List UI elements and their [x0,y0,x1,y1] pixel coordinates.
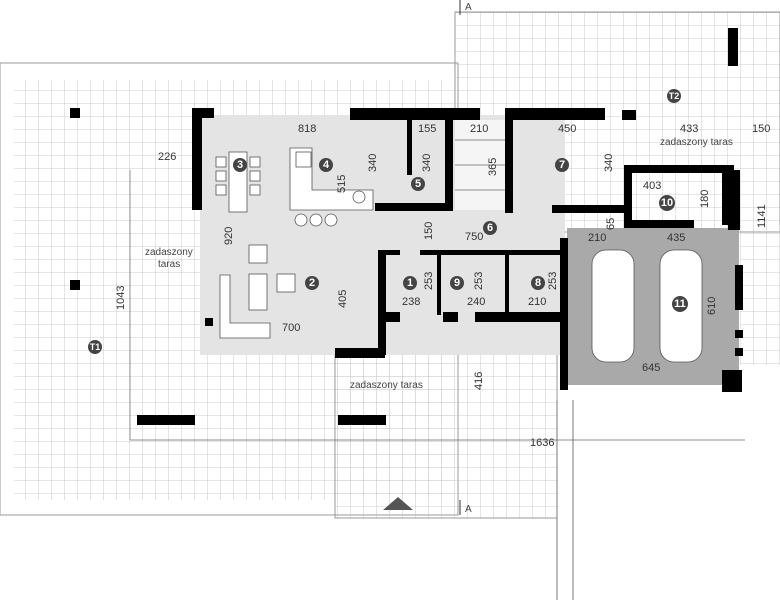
dim-818: 818 [298,123,316,135]
dim-210-top: 210 [470,123,488,135]
dim-1636: 1636 [530,437,554,449]
section-marker-bottom: A [465,504,472,515]
dim-1043: 1043 [115,286,127,310]
dimensions: 818 155 210 450 433 150 226 340 340 515 … [115,123,770,449]
room-5-marker: 5 [415,178,421,190]
dim-435: 435 [667,232,685,244]
dim-65: 65 [605,218,617,230]
dim-433: 433 [680,123,698,135]
dim-340-pantry: 340 [421,154,433,172]
dim-180: 180 [699,190,711,208]
room-9-marker: 9 [454,277,460,289]
living-room-sofa [219,244,296,339]
garage-cars [591,249,703,363]
room-8-marker: 8 [535,277,541,289]
room-markers: 1 2 3 4 5 6 7 8 9 10 11 T1 T2 [88,89,688,354]
dim-920: 920 [223,227,235,245]
dim-155: 155 [418,123,436,135]
kitchen-counter [289,147,374,227]
dim-210-room8: 210 [528,296,546,308]
dim-750: 750 [465,231,483,243]
dim-210-garage: 210 [588,232,606,244]
terrace-label-east: zadaszony taras [660,137,733,148]
room-2-marker: 2 [309,277,315,289]
section-arrow-icon [383,497,413,510]
room-6-marker: 6 [487,222,493,234]
dim-365: 365 [487,158,499,176]
dim-226: 226 [158,151,176,163]
dim-405: 405 [337,290,349,308]
dim-416: 416 [473,372,485,390]
dim-240: 240 [467,296,485,308]
dim-645: 645 [642,362,660,374]
dim-403: 403 [643,180,661,192]
room-3-marker: 3 [237,159,243,171]
dim-253-room9: 253 [473,272,485,290]
dim-340-room7: 340 [603,154,615,172]
room-1-marker: 1 [407,277,413,289]
dim-1141: 1141 [756,204,768,228]
terrace-south [334,327,574,600]
dim-340-kitchen: 340 [367,154,379,172]
stairs [455,139,505,191]
terrace-label-west-2: taras [158,259,180,270]
dim-150-hall: 150 [423,222,435,240]
dim-253-room1: 253 [423,272,435,290]
terrace-label-south: zadaszony taras [350,380,423,391]
dim-253-room8: 253 [547,272,559,290]
dim-610: 610 [706,297,718,315]
room-10-marker: 10 [661,197,673,209]
terrace-t1-marker: T1 [90,342,101,352]
dim-700: 700 [282,322,300,334]
room-7-marker: 7 [559,159,565,171]
section-marker-top: A [465,2,472,13]
dim-515: 515 [336,175,348,193]
room-4-marker: 4 [323,159,330,171]
room-11-marker: 11 [674,298,686,310]
dim-238: 238 [402,296,420,308]
terrace-t2-marker: T2 [669,91,680,101]
terrace-label-west-1: zadaszony [145,247,193,258]
walls [70,28,743,425]
dim-450: 450 [558,123,576,135]
dim-150-east: 150 [752,123,770,135]
